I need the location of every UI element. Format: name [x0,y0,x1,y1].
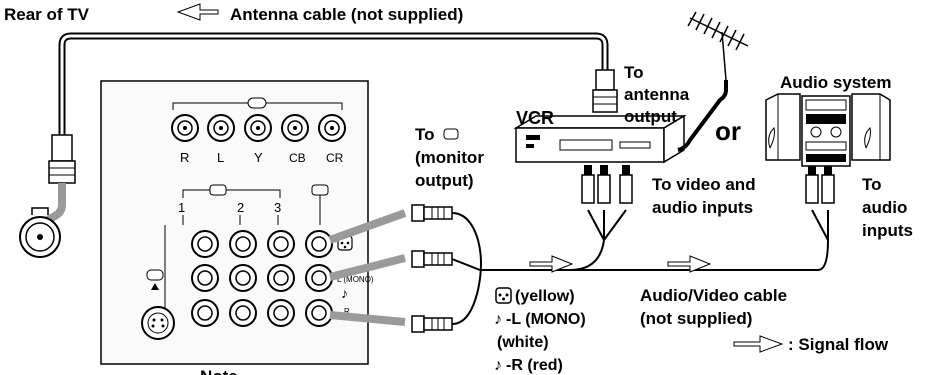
input-num-1: 1 [178,200,185,215]
audio-rca-plugs [805,165,835,204]
to-audio-inputs-line1: To [862,175,882,194]
audio-note-icon: ♪ [341,285,348,301]
cable-color-yellow: (yellow) [515,288,575,305]
audio-system-device [765,93,891,167]
to-audio-inputs-line2: audio [862,198,907,217]
vcr-rca-plugs [581,165,633,204]
input-brackets: 1 2 3 [164,184,329,330]
to-video-audio-line2: audio inputs [652,198,753,217]
av-cable-line1: Audio/Video cable [640,286,787,305]
or-label: or [715,116,741,146]
antenna-cable [58,32,609,135]
audio-note-icon-r: ♪ [494,357,502,374]
jack-label-y: Y [254,150,263,165]
to-antenna-output-line2: antenna [624,85,690,104]
signal-flow-label: : Signal flow [788,335,889,354]
antenna-signal-arrow [176,3,219,21]
r-label: R [344,307,350,316]
to-video-audio-line1: To video and [652,175,756,194]
to-monitor-output-line2: (monitor [415,148,484,167]
to-monitor-output-line1: To [415,125,435,144]
monitor-output-icon [443,128,459,140]
antenna-icon [677,11,749,152]
s-video-jack [141,269,175,340]
antenna-cable-label: Antenna cable (not supplied) [230,5,463,24]
jack-label-l: L [217,150,224,165]
jack-label-cr: CR [326,151,344,165]
cable-color-mono: -L (MONO) [506,311,586,328]
cable-color-white: (white) [497,334,549,351]
vhf-uhf-socket [19,207,61,258]
mono-label: L (MONO) [337,275,374,284]
note-label: Note [200,367,238,375]
jack-label-r: R [180,150,189,165]
signal-flow-legend-arrow [733,335,784,353]
to-audio-inputs-line3: inputs [862,221,913,240]
input-num-3: 3 [274,200,281,215]
input-num-2: 2 [237,200,244,215]
tv-rear-panel: R L Y CB CR 1 2 3 [100,80,407,365]
av-cable-line2: (not supplied) [640,309,752,328]
to-antenna-output-line3: output [624,107,677,126]
av-jack-grid: L (MONO) ♪ R [191,230,374,327]
av-signal-arrows [529,255,712,273]
cable-color-red: -R (red) [506,357,563,374]
connection-arrows [328,209,407,326]
tv-antenna-plug [42,134,76,226]
video-symbol-icon [495,287,512,304]
audio-note-icon-l: ♪ [494,311,502,328]
to-monitor-output-line3: output) [415,171,474,190]
rear-of-tv-label: Rear of TV [4,5,90,24]
vcr-antenna-plug [592,69,618,113]
av-cable [451,209,829,325]
component-input-jacks: R L Y CB CR [171,97,346,165]
to-antenna-output-line1: To [624,63,644,82]
audio-system-label: Audio system [780,73,891,92]
jack-label-cb: CB [289,151,306,165]
vcr-device [513,114,687,164]
vcr-label: VCR [516,108,554,128]
tv-side-plugs [411,204,453,333]
